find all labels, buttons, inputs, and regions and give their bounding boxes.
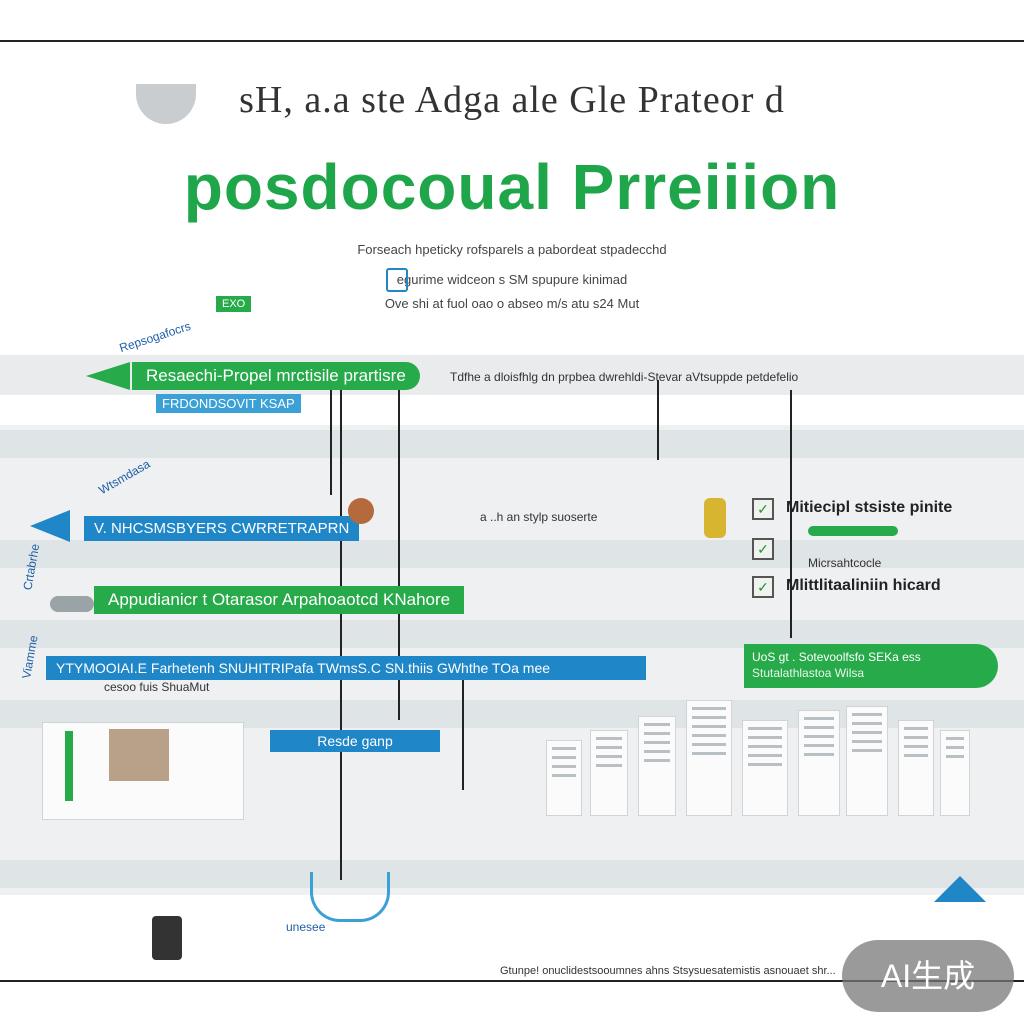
- top-rule: [0, 40, 1024, 42]
- column-bar: [65, 731, 73, 801]
- header-title-top: sH, a.a ste Adga ale Gle Prateor d: [239, 79, 785, 121]
- green-pill-3-line2: Stutalathlastoa Wilsa: [752, 666, 865, 680]
- header-title-main: posdocoual Prreiiion: [183, 151, 841, 223]
- stripe: [0, 540, 1024, 568]
- image-icon: [109, 729, 169, 781]
- document: [638, 716, 676, 816]
- green-pill-3-line1: UoS gt . Sotevoolfsfo SEKa ess: [752, 650, 921, 664]
- research-sub-tag: FRDONDSOVIT KSAP: [156, 394, 301, 413]
- progress-bar: [808, 526, 898, 536]
- checkbox-3[interactable]: ✓: [752, 576, 774, 598]
- document-stack: [546, 700, 970, 816]
- process-tag: Resde ganp: [270, 730, 440, 752]
- checklist-label-1: Mitiecipl stsiste pinite: [786, 499, 953, 516]
- document: [742, 720, 788, 816]
- node-circle: [348, 498, 374, 524]
- checkbox-1[interactable]: ✓: [752, 498, 774, 520]
- connector-line: [462, 680, 464, 790]
- stripe: [0, 430, 1024, 458]
- bottom-left-note: unesee: [286, 920, 326, 934]
- header-subtitle-2: egurime widceon s SM spupure kinimad: [396, 272, 628, 287]
- ai-generated-badge: AI生成: [842, 940, 1014, 1012]
- document: [546, 740, 582, 816]
- cylinder-icon: [704, 498, 726, 538]
- document-icon: [386, 268, 408, 292]
- connector-line: [340, 390, 342, 880]
- mid-note: a ..h an stylp suoserte: [480, 510, 598, 524]
- blue-pill-1: V. NHCSMSBYERS CWRRETRAPRN: [84, 516, 360, 541]
- blue-pill-2: YTYMOOIAI.E Farhetenh SNUHITRIPafa TWmsS…: [46, 656, 646, 680]
- green-pill-3: UoS gt . Sotevoolfsfo SEKa ess Stutalath…: [744, 644, 998, 688]
- arrow-left-icon: [86, 362, 130, 390]
- green-pill-2: Appudianicr t Otarasor Arpahoaotcd KNaho…: [94, 586, 465, 614]
- arrow-left-icon: [50, 596, 94, 612]
- small-tag-top: EXO: [216, 296, 252, 312]
- research-pill: Resaechi-Propel mrctisile prartisre: [132, 362, 420, 390]
- document: [590, 730, 628, 816]
- document: [898, 720, 934, 816]
- footer-note: Gtunpe! onuclidestsooumnes ahns Stsysues…: [500, 965, 836, 977]
- stripe: [0, 620, 1024, 648]
- left-top-note: Repsogafocrs: [117, 318, 193, 356]
- checklist-label-3: Mlittlitaaliniin hicard: [786, 577, 941, 594]
- header-subtitle-3: Ove shi at fuol oao o abseo m/s atu s24 …: [384, 296, 640, 311]
- arrow-left-icon: [30, 510, 70, 542]
- checklist-label-2: Micrsahtcocle: [808, 556, 882, 570]
- connector-line: [398, 390, 400, 720]
- connector-line: [330, 390, 332, 495]
- dashboard-thumbnail: [42, 722, 244, 820]
- research-note: Tdfhe a dloisfhlg dn prpbea dwrehldi-Ste…: [450, 370, 799, 384]
- connector-line: [657, 380, 659, 460]
- blue-pill-2-sub: cesoo fuis ShuaMut: [104, 680, 210, 694]
- document: [798, 710, 840, 816]
- loop-connector: [310, 872, 390, 922]
- bottom-rule: [0, 980, 1024, 982]
- device-icon: [152, 916, 182, 960]
- triangle-icon: [934, 876, 986, 902]
- stripe: [0, 860, 1024, 888]
- document: [846, 706, 888, 816]
- connector-line: [790, 390, 792, 638]
- header-subtitle-1: Forseach hpeticky rofsparels a pabordeat…: [357, 242, 667, 257]
- document: [940, 730, 970, 816]
- document: [686, 700, 732, 816]
- checkbox-2[interactable]: ✓: [752, 538, 774, 560]
